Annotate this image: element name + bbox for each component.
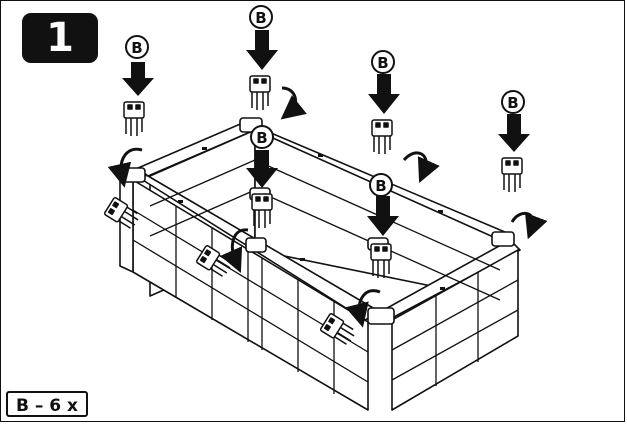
down-arrow-4: [498, 114, 530, 152]
rotate-arrow-5: [220, 228, 249, 273]
insert-arrows: [122, 30, 530, 236]
connector-b-side-3: [320, 313, 355, 345]
part-labels: B B B B B B: [125, 5, 525, 197]
rail-slots: [178, 147, 445, 290]
rotate-arrow-6: [345, 289, 381, 328]
corner-post-left: [122, 167, 146, 183]
connector-b-5: [251, 193, 273, 228]
part-label-b-4: B: [501, 90, 525, 114]
down-arrow-5: [246, 150, 278, 188]
corner-post-front: [367, 307, 395, 325]
rotate-arrow-1: [107, 147, 143, 188]
mid-post-left: [245, 237, 267, 253]
rotate-arrow-2: [280, 86, 307, 120]
rotate-arrows: [107, 86, 548, 328]
down-arrow-1: [122, 62, 154, 96]
raised-bed-frame: [119, 121, 521, 411]
part-label-b-6: B: [369, 173, 393, 197]
part-label-text: B: [131, 39, 142, 57]
connector-b-6: [370, 243, 392, 278]
connector-b-3: [371, 119, 393, 154]
connector-b-4: [501, 157, 523, 192]
part-label-b-1: B: [125, 35, 149, 59]
connector-b-2: [249, 75, 271, 110]
part-label-text: B: [377, 54, 388, 72]
corner-post-right: [491, 231, 515, 247]
step-number-badge: 1: [22, 13, 98, 63]
part-label-b-5: B: [250, 125, 274, 149]
part-label-text: B: [255, 9, 266, 27]
connector-b-side-1: [104, 197, 139, 229]
part-label-text: B: [375, 177, 386, 195]
rotate-arrow-4: [510, 212, 548, 240]
down-arrow-6: [367, 196, 399, 236]
connector-b-1: [123, 101, 145, 136]
part-label-text: B: [507, 94, 518, 112]
connector-b-side-2: [196, 245, 231, 277]
part-label-b-2: B: [249, 5, 273, 29]
part-label-b-3: B: [371, 50, 395, 74]
down-arrow-2: [246, 30, 278, 70]
part-quantity-label: B – 6 x: [6, 391, 89, 417]
part-label-text: B: [256, 129, 267, 147]
connectors: [104, 75, 523, 345]
down-arrow-3: [368, 74, 400, 114]
rotate-arrow-3: [402, 151, 440, 183]
